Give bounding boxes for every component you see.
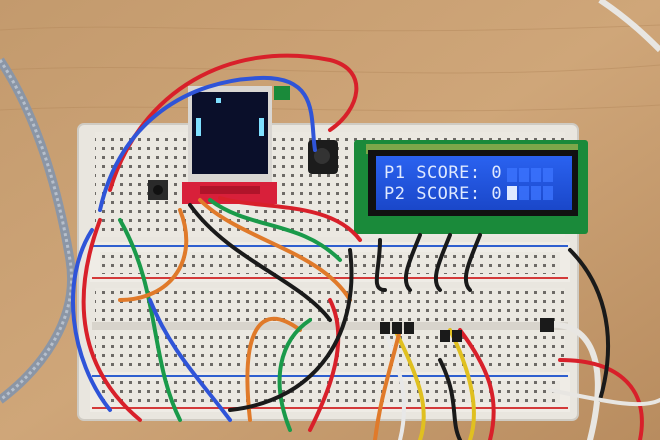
lcd-cells bbox=[507, 168, 553, 200]
lcd-cursor-block bbox=[507, 186, 517, 200]
lcd-line-2: P2 SCORE: 0 bbox=[384, 184, 502, 204]
tft-ball bbox=[216, 98, 221, 103]
header-pins bbox=[380, 318, 554, 342]
lcd-module: P1 SCORE: 0 P2 SCORE: 0 bbox=[354, 140, 588, 234]
lcd-line-1: P1 SCORE: 0 bbox=[384, 163, 502, 183]
jumper-wires bbox=[70, 53, 660, 440]
tft-right-paddle bbox=[259, 118, 264, 136]
tft-display bbox=[182, 86, 290, 204]
wood-grain bbox=[0, 24, 660, 112]
tft-left-paddle bbox=[196, 118, 201, 136]
top-cable bbox=[598, 0, 660, 53]
push-button bbox=[148, 180, 168, 200]
